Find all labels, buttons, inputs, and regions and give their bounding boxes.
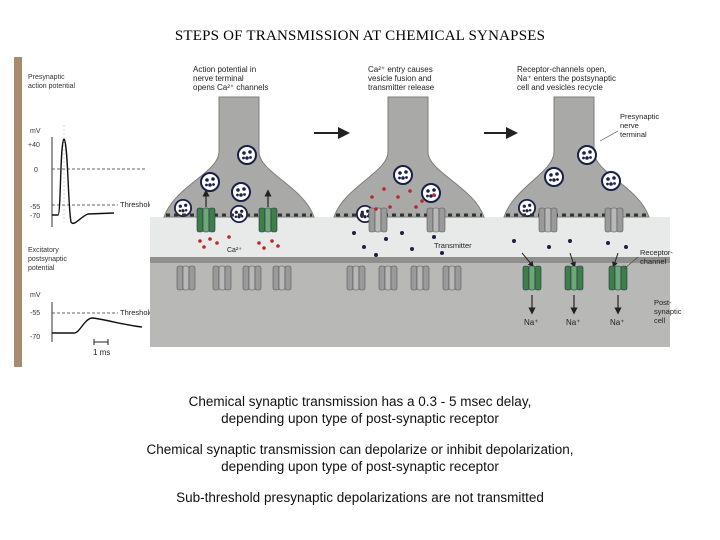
panel-2-label-2: vesicle fusion and (368, 74, 432, 83)
panel-3-label-1: Receptor-channels open, (517, 65, 606, 74)
label-presynaptic-2: nerve (620, 121, 639, 130)
action-potential-trace (52, 138, 115, 224)
panel-2-transmitter-label: Transmitter (434, 241, 472, 250)
time-scale: 1 ms (93, 348, 110, 357)
threshold-bottom: Threshold (120, 308, 153, 317)
graph-bottom-label-2: postsynaptic (28, 256, 67, 263)
postsynaptic-cell (150, 257, 670, 347)
page-edge (14, 57, 22, 367)
tick-bottom-1: -55 (30, 310, 40, 317)
na-label-1: Na⁺ (524, 318, 538, 327)
graph-bottom-label-1: Excitatory (28, 247, 59, 254)
tick-bottom-2: -70 (30, 334, 40, 341)
caption-2-line-1: Chemical synaptic transmission can depol… (146, 442, 574, 457)
caption-1: Chemical synaptic transmission has a 0.3… (0, 393, 720, 427)
na-label-2: Na⁺ (566, 318, 580, 327)
graph-top-unit: mV (30, 128, 41, 135)
panel-2-label-1: Ca²⁺ entry causes (368, 65, 433, 74)
page-title: STEPS OF TRANSMISSION AT CHEMICAL SYNAPS… (174, 28, 546, 44)
na-label-3: Na⁺ (610, 318, 624, 327)
caption-2: Chemical synaptic transmission can depol… (0, 441, 720, 475)
tick-top-3: -55 (30, 204, 40, 211)
caption-3: Sub-threshold presynaptic depolarization… (0, 489, 720, 506)
caption-3-line-1: Sub-threshold presynaptic depolarization… (176, 490, 544, 505)
presynaptic-terminal-2 (333, 96, 485, 218)
tick-top-2: 0 (34, 167, 38, 174)
captions: Chemical synaptic transmission has a 0.3… (0, 393, 720, 506)
panel-1: Action potential in nerve terminal opens… (163, 65, 315, 291)
graph-top-label-1: Presynaptic (28, 74, 65, 81)
panel-3-label-3: cell and vesicles recycle (517, 83, 603, 92)
label-postsynaptic-2: synaptic (654, 307, 682, 316)
panel-3: Receptor-channels open, Na⁺ enters the p… (503, 65, 682, 327)
label-presynaptic-1: Presynaptic (620, 112, 659, 121)
caption-1-line-1: Chemical synaptic transmission has a 0.3… (188, 394, 532, 409)
panel-3-label-2: Na⁺ enters the postsynaptic (517, 74, 616, 83)
tick-top-4: -70 (30, 213, 40, 220)
panel-2-label-3: transmitter release (368, 83, 435, 92)
label-receptor-2: channel (640, 257, 667, 266)
tick-top-1: +40 (28, 142, 40, 149)
panel-1-label-3: opens Ca²⁺ channels (193, 83, 268, 92)
label-postsynaptic-1: Post- (654, 298, 672, 307)
caption-2-line-2: depending upon type of post-synaptic rec… (221, 459, 499, 474)
label-receptor-1: Receptor- (640, 248, 673, 257)
graph-bottom-label-3: potential (28, 265, 55, 272)
graph-bottom-unit: mV (30, 292, 41, 299)
threshold-top: Threshold (120, 200, 153, 209)
presynaptic-ap-graph: Presynaptic action potential mV +40 0 -5… (28, 74, 153, 227)
label-presynaptic-3: terminal (620, 130, 647, 139)
panel-1-ion-label: Ca²⁺ (227, 247, 242, 254)
synaptic-cleft (150, 217, 670, 257)
panel-2: Ca²⁺ entry causes vesicle fusion and tra… (333, 65, 485, 291)
panel-1-label-2: nerve terminal (193, 74, 244, 83)
panel-1-label-1: Action potential in (193, 65, 256, 74)
graph-top-label-2: action potential (28, 83, 76, 90)
epsp-graph: Excitatory postsynaptic potential mV -55… (28, 247, 153, 357)
epsp-trace (52, 317, 143, 334)
synapse-figure: Presynaptic action potential mV +40 0 -5… (14, 57, 685, 367)
caption-1-line-2: depending upon type of post-synaptic rec… (221, 411, 499, 426)
label-postsynaptic-3: cell (654, 316, 666, 325)
graphs-area (22, 57, 150, 367)
